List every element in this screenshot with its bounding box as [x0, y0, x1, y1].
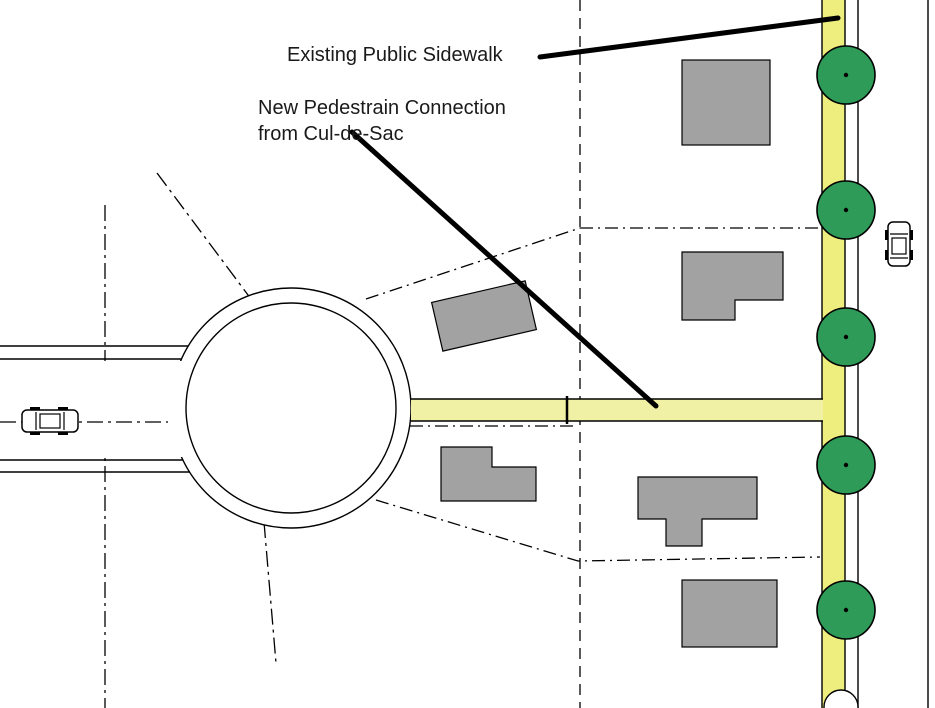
building-mid-right: [681, 251, 784, 321]
building-lower-right: [637, 476, 758, 547]
pedestrian-path: [411, 399, 823, 421]
tree-trunk-dot: [843, 607, 849, 613]
car-roof: [891, 237, 907, 255]
centerline-below-culdesac: [263, 521, 277, 664]
new-connection-label-line1: New Pedestrain Connection: [258, 97, 506, 119]
tree-icon-1: [816, 45, 876, 105]
lot-line-lower-diagonal: [375, 499, 821, 562]
leader-line-existing-sidewalk: [537, 15, 841, 60]
tree-icon-2: [816, 180, 876, 240]
tree-icon-5: [816, 580, 876, 640]
building-center-rotated: [430, 280, 538, 352]
car-wheel: [885, 230, 889, 240]
cul-de-sac-inner-circle: [185, 302, 397, 514]
tree-trunk-dot: [843, 72, 849, 78]
car-wheel: [30, 431, 40, 435]
building-lower-center: [440, 446, 537, 502]
new-connection-label: New Pedestrain Connection from Cul-de-Sa…: [258, 95, 506, 147]
car-wheel: [909, 250, 913, 260]
tree-trunk-dot: [843, 334, 849, 340]
car-wheel: [30, 407, 40, 411]
small-circle-symbol: [823, 689, 859, 708]
centerline-upper-left-diagonal: [156, 172, 252, 300]
car-body: [887, 221, 911, 267]
car-roof: [39, 413, 61, 429]
car-body: [21, 409, 79, 433]
leader-line-new-connection: [349, 129, 659, 409]
building-bottom-right: [681, 579, 778, 648]
existing-sidewalk-label: Existing Public Sidewalk: [287, 44, 503, 66]
car-wheel: [58, 407, 68, 411]
tree-trunk-dot: [843, 207, 849, 213]
building-top-right: [681, 59, 771, 146]
car-wheel: [58, 431, 68, 435]
car-wheel: [909, 230, 913, 240]
car-wheel: [885, 250, 889, 260]
tree-icon-3: [816, 307, 876, 367]
new-connection-label-line2: from Cul-de-Sac: [258, 123, 404, 145]
car-icon-left: [21, 407, 79, 435]
lot-line-upper-diagonal: [365, 227, 581, 300]
tree-trunk-dot: [843, 462, 849, 468]
car-icon-right: [885, 221, 913, 267]
tree-icon-4: [816, 435, 876, 495]
